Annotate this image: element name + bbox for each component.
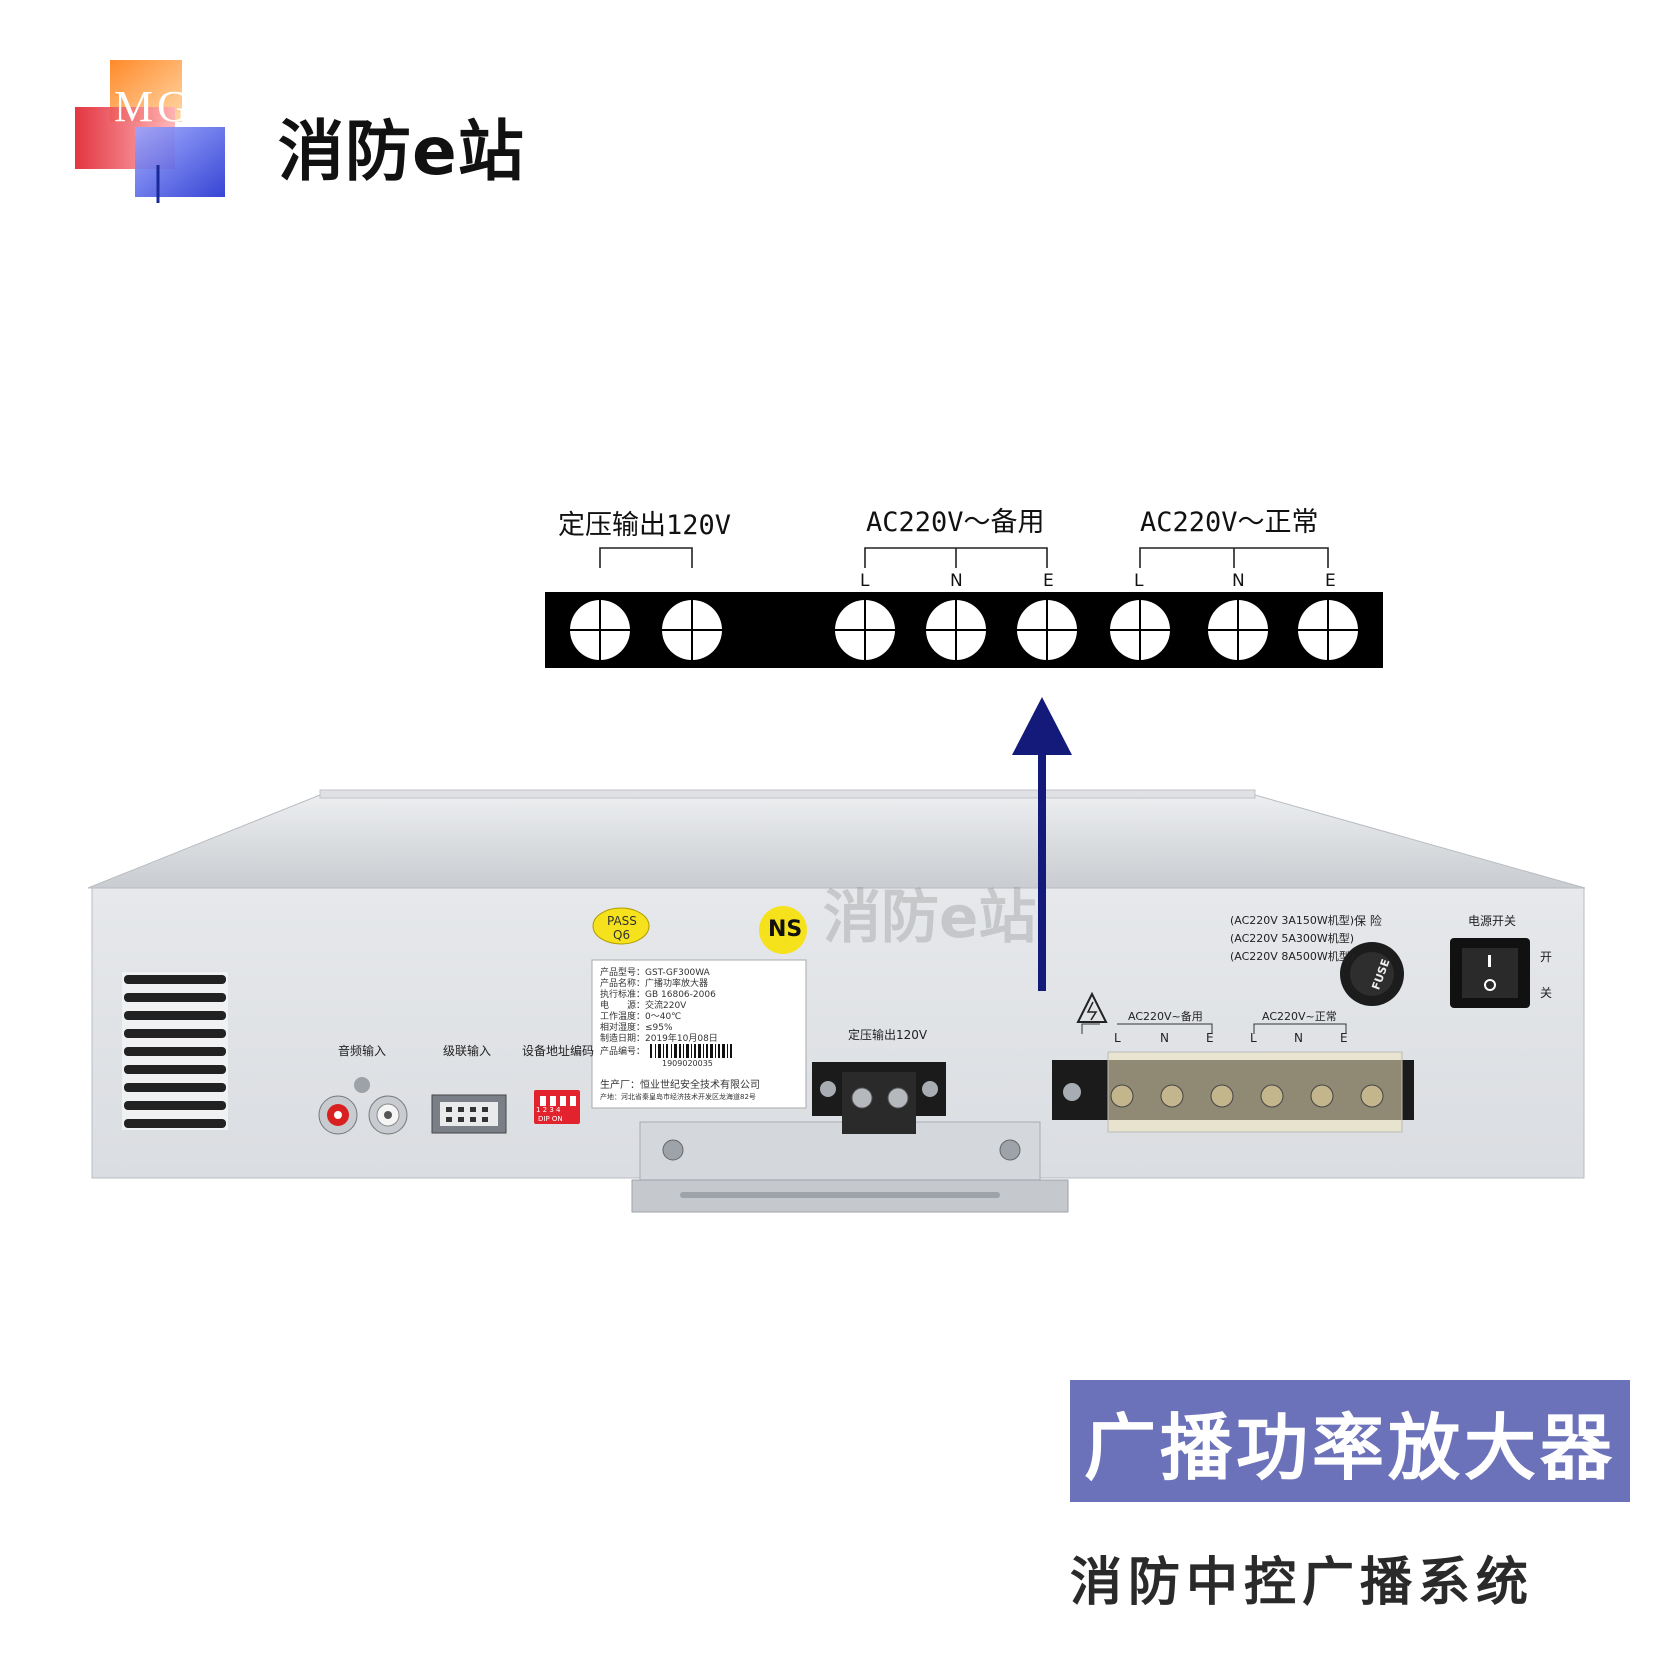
terminal-screw-7 (1208, 600, 1268, 660)
address-code-label: 设备地址编码 (522, 1044, 595, 1058)
nameplate-line-1: 产品型号：GST-GF300WA (600, 968, 710, 978)
pass-sticker-line2: Q6 (613, 928, 631, 942)
normal-pin-n: N (1232, 571, 1245, 591)
terminal-screw-6 (1110, 600, 1170, 660)
output-terminal-block (812, 1062, 946, 1134)
brand-name: 消防e站 (278, 113, 525, 190)
product-subtitle: 消防中控广播系统 (1070, 1553, 1535, 1613)
backup-pin-n: N (950, 571, 963, 591)
output-bracket (599, 547, 693, 568)
audio-input-label: 音频输入 (338, 1044, 387, 1058)
watermark: 消防e站 (823, 883, 1037, 951)
cascade-connector (431, 1094, 507, 1134)
dip-numbers: 1 2 3 4 (536, 1106, 561, 1114)
nameplate-line-2: 产品名称：广播功率放大器 (600, 979, 709, 989)
nameplate-line-4: 电 源：交流220V (600, 1001, 687, 1011)
pass-sticker-line1: PASS (607, 914, 637, 928)
nameplate-serial: 1909020035 (662, 1059, 713, 1068)
nameplate (591, 959, 807, 1109)
panel-pin-5: N (1294, 1031, 1303, 1045)
device-panel (87, 789, 1586, 1213)
fuse-spec-3: (AC220V 8A500W机型) (1230, 950, 1355, 963)
ns-badge-circle (759, 906, 807, 954)
switch-off-label: 关 (1540, 986, 1553, 1000)
terminal-screw-5 (1017, 600, 1077, 660)
product-title: 广播功率放大器 (1070, 1380, 1630, 1502)
panel-pin-6: E (1340, 1031, 1348, 1045)
pass-sticker (592, 907, 650, 945)
terminal-screw-4 (926, 600, 986, 660)
logo-letters: MG (114, 82, 193, 131)
nameplate-line-8: 产品编号： (600, 1047, 646, 1057)
brand-logo: MG (75, 60, 225, 203)
cascade-input-label: 级联输入 (443, 1044, 492, 1058)
terminal-screw-1 (570, 600, 630, 660)
dip-switch (534, 1090, 580, 1124)
backup-label: AC220V～备用 (866, 507, 1045, 538)
output-label: 定压输出120V (558, 510, 732, 541)
mounting-bracket (631, 1121, 1069, 1213)
terminal-screw-8 (1298, 600, 1358, 660)
normal-label: AC220V～正常 (1140, 507, 1319, 538)
nameplate-manufacturer: 生产厂：恒业世纪安全技术有限公司 (600, 1080, 760, 1091)
ns-badge: NS (768, 917, 803, 942)
terminal-diagram (545, 547, 1383, 668)
barcode (650, 1044, 732, 1058)
normal-pin-e: E (1325, 571, 1336, 591)
power-switch-label: 电源开关 (1468, 914, 1517, 928)
nameplate-address: 产地：河北省秦皇岛市经济技术开发区龙海道82号 (600, 1093, 756, 1101)
fuse-label: 保 险 (1354, 914, 1382, 928)
panel-pin-3: E (1206, 1031, 1214, 1045)
ac-terminal-block (1052, 1051, 1414, 1133)
nameplate-line-7: 制造日期：2019年10月08日 (600, 1034, 718, 1044)
pointer-arrow (1012, 697, 1072, 991)
switch-on-label: 开 (1540, 950, 1553, 964)
panel-pin-2: N (1160, 1031, 1169, 1045)
fuse-spec-2: (AC220V 5A300W机型) (1230, 932, 1355, 945)
backup-pin-l: L (860, 571, 870, 591)
dip-label: DIP ON (538, 1115, 563, 1123)
panel-output-label: 定压输出120V (848, 1028, 928, 1042)
warning-triangle (1076, 991, 1108, 1023)
normal-pin-l: L (1134, 571, 1144, 591)
audio-input-jacks (318, 1077, 408, 1135)
vent-grille (122, 972, 228, 1130)
fuse-spec-1: (AC220V 3A150W机型) (1230, 914, 1355, 927)
terminal-screw-3 (835, 600, 895, 660)
panel-pin-1: L (1114, 1031, 1121, 1045)
panel-pin-4: L (1250, 1031, 1257, 1045)
nameplate-line-3: 执行标准：GB 16806-2006 (600, 990, 716, 1000)
panel-ac-normal-label: AC220V~正常 (1262, 1010, 1337, 1023)
terminal-screw-2 (662, 600, 722, 660)
nameplate-line-6: 相对湿度：≤95% (600, 1023, 673, 1033)
nameplate-line-5: 工作温度：0～40℃ (600, 1012, 682, 1022)
panel-ac-backup-label: AC220V~备用 (1128, 1010, 1203, 1023)
backup-pin-e: E (1043, 571, 1054, 591)
